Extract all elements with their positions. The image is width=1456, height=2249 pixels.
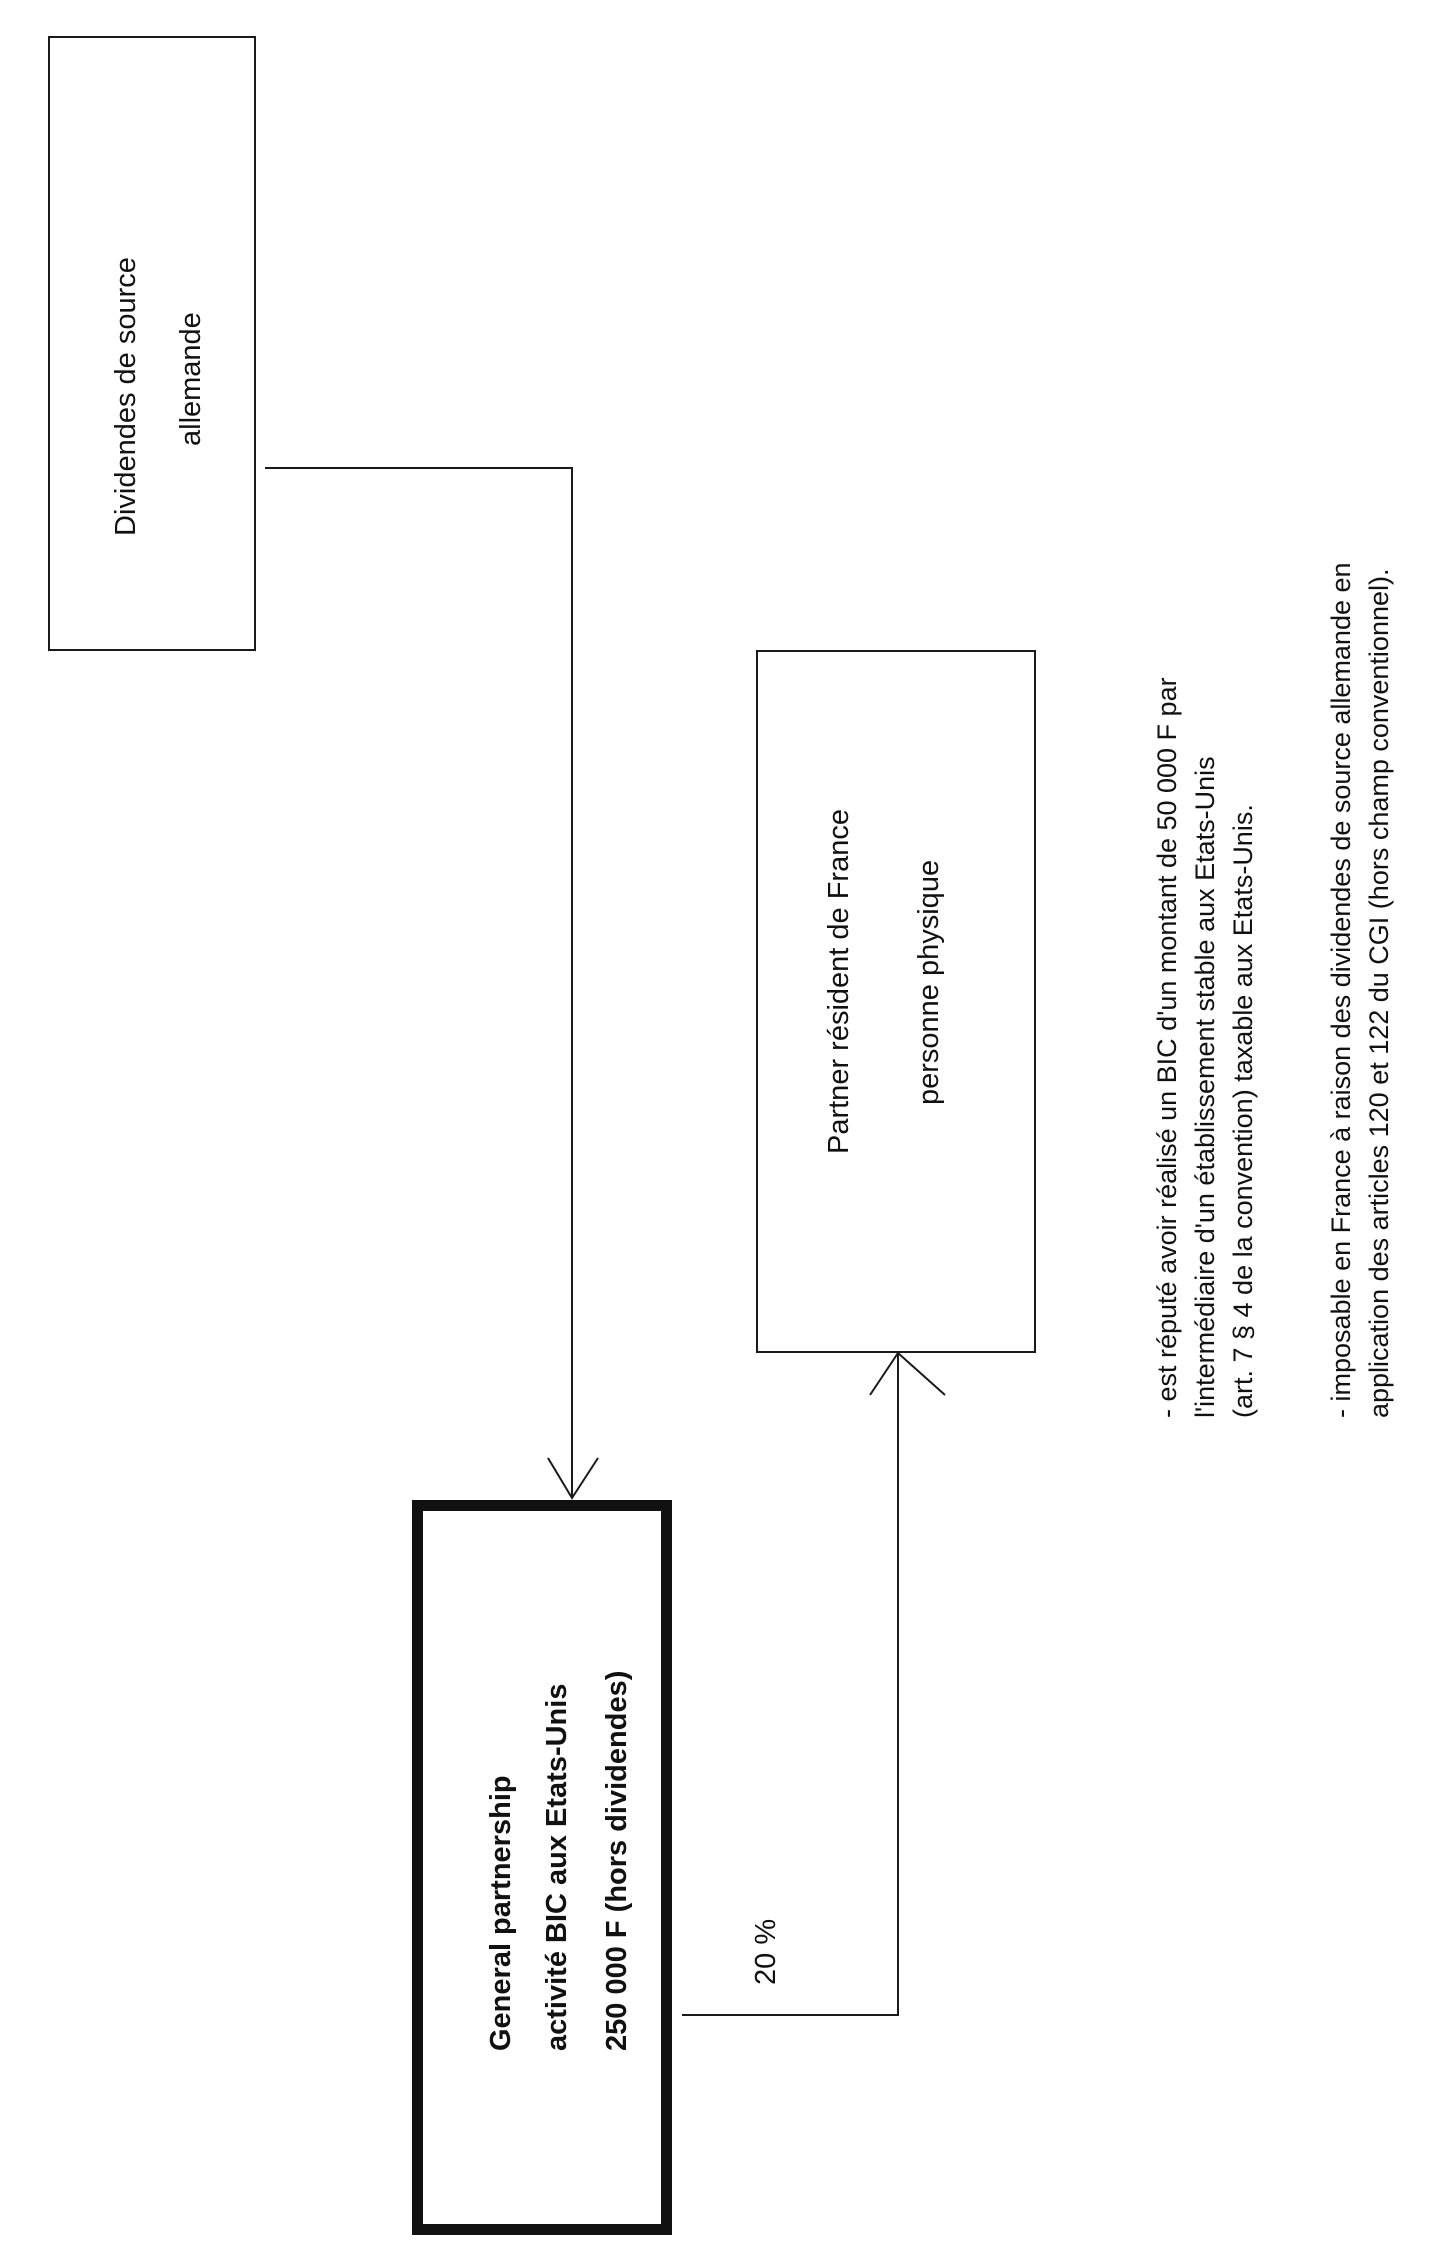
dividend-box: Dividendes de source allemande [48,36,256,651]
partnership-box-line1: General partnership [485,1775,517,2051]
partner-box-line2: personne physique [913,859,945,1105]
dividend-box-line1: Dividendes de source [110,257,142,536]
note-1-line3: (art. 7 § 4 de la convention) taxable au… [1228,804,1258,1418]
note-1-line2: l'intermédiaire d'un établissement stabl… [1190,756,1220,1418]
partnership-box-line3: 250 000 F (hors dividendes) [601,1670,633,2051]
note-1: - est réputé avoir réalisé un BIC d'un m… [1148,677,1262,1418]
partner-box-line1: Partner résident de France [823,809,855,1154]
note-2-line1: - imposable en France à raison des divid… [1326,562,1356,1418]
note-1-line1: - est réputé avoir réalisé un BIC d'un m… [1152,677,1182,1418]
partner-box: Partner résident de France personne phys… [756,650,1036,1353]
share-label: 20 % [750,1918,782,1985]
partnership-box: General partnership activité BIC aux Eta… [412,1500,672,2235]
dividend-to-partnership-arrow [265,467,599,1500]
partnership-to-partner-arrow [682,1351,946,2016]
dividend-box-line2: allemande [175,312,207,446]
note-2: - imposable en France à raison des divid… [1322,562,1398,1418]
note-2-line2: application des articles 120 et 122 du C… [1364,568,1394,1419]
partnership-box-line2: activité BIC aux Etats-Unis [541,1683,573,2051]
